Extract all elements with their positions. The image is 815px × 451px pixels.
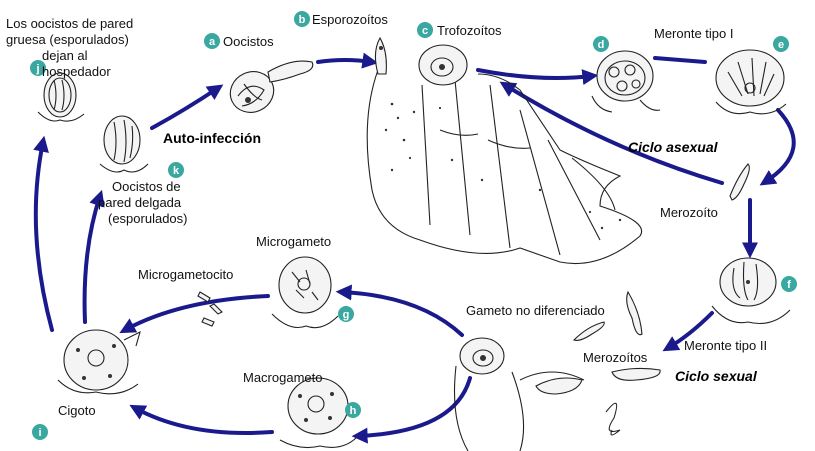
svg-text:g: g xyxy=(343,309,350,321)
svg-text:i: i xyxy=(38,427,41,439)
trophozoite-drawing xyxy=(419,45,467,85)
label-merozoitos: Merozoítos xyxy=(583,350,648,365)
merozoite-drawing xyxy=(730,164,749,200)
meront-type-1-drawing xyxy=(592,51,660,112)
badge-i: i xyxy=(32,424,48,440)
svg-text:b: b xyxy=(299,14,306,26)
arrow-cigoto-to-k xyxy=(85,196,100,322)
badge-h: h xyxy=(345,402,361,418)
arrow-autoinfection-to-a xyxy=(152,88,218,128)
arrow-merozoito-to-c xyxy=(505,85,722,183)
label-macrogameto: Macrogameto xyxy=(243,370,322,385)
label-meronte-2: Meronte tipo II xyxy=(684,338,767,353)
intestinal-villi-illustration xyxy=(367,70,641,264)
label-esporozoitos: Esporozoítos xyxy=(312,12,388,27)
label-ciclo-asexual: Ciclo asexual xyxy=(628,139,719,155)
badge-a: a xyxy=(204,33,220,49)
badge-d: d xyxy=(593,36,609,52)
svg-text:d: d xyxy=(598,39,605,51)
arrow-e-to-merozoito xyxy=(765,110,794,182)
label-auto-infeccion: Auto-infección xyxy=(163,130,261,146)
arrow-d-to-e xyxy=(655,58,705,62)
svg-text:j: j xyxy=(35,63,39,75)
label-microgameto: Microgameto xyxy=(256,234,331,249)
macrogamete-drawing xyxy=(280,378,356,448)
svg-text:f: f xyxy=(787,279,791,291)
badge-c: c xyxy=(417,22,433,38)
arrow-gameto-to-g xyxy=(342,292,462,335)
arrow-h-to-cigoto xyxy=(135,408,272,433)
svg-text:a: a xyxy=(209,36,216,48)
mature-meront-drawing xyxy=(716,50,786,114)
label-ciclo-sexual: Ciclo sexual xyxy=(675,368,758,384)
oocyst-drawing xyxy=(224,61,313,119)
badge-e: e xyxy=(773,36,789,52)
thick-wall-oocyst-drawing xyxy=(38,73,84,121)
badge-f: f xyxy=(781,276,797,292)
badge-b: b xyxy=(294,11,310,27)
label-microgametocito: Microgametocito xyxy=(138,267,233,282)
zygote-drawing xyxy=(58,330,140,394)
undifferentiated-gamete-drawing xyxy=(455,338,585,451)
svg-text:h: h xyxy=(350,405,357,417)
svg-text:e: e xyxy=(778,39,784,51)
arrow-cigoto-to-j xyxy=(36,142,52,330)
badge-k: k xyxy=(168,162,184,178)
label-cigoto: Cigoto xyxy=(58,403,96,418)
label-oocistos: Oocistos xyxy=(223,34,274,49)
thin-wall-oocyst-drawing xyxy=(100,116,148,172)
svg-text:k: k xyxy=(173,165,180,177)
sporozoite-drawing xyxy=(375,38,386,74)
arrow-a-to-b xyxy=(318,60,372,62)
arrow-g-to-cigoto xyxy=(125,296,268,330)
arrow-gameto-to-h xyxy=(358,378,470,436)
badge-g: g xyxy=(338,306,354,322)
label-trofozoitos: Trofozoítos xyxy=(437,23,502,38)
label-gameto-no-dif: Gameto no diferenciado xyxy=(466,303,605,318)
meront-type-2-drawing xyxy=(712,258,790,324)
svg-text:c: c xyxy=(422,25,428,37)
label-merozoito: Merozoíto xyxy=(660,205,718,220)
label-meronte-1: Meronte tipo I xyxy=(654,26,734,41)
